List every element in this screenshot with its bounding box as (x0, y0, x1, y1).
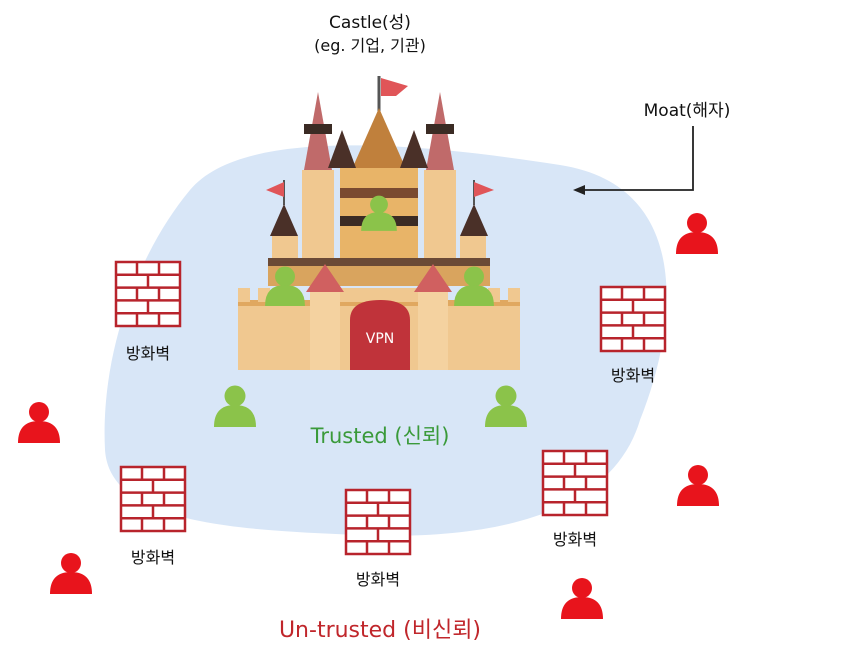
firewall-label: 방화벽 (610, 366, 656, 385)
firewall-icon (541, 449, 609, 517)
untrusted-label: Un-trusted (비신뢰) (278, 618, 482, 643)
untrusted-user-icon (677, 465, 719, 506)
untrusted-user-icon (18, 402, 60, 443)
firewall-icon (119, 465, 187, 533)
untrusted-user-icon (676, 213, 718, 254)
firewall-icon (599, 285, 667, 353)
untrusted-user-icon (50, 553, 92, 594)
firewall-label: 방화벽 (130, 548, 176, 567)
castle-example: (eg. 기업, 기관) (314, 36, 426, 55)
castle-icon (238, 76, 520, 370)
castle-title: Castle(성) (329, 13, 411, 33)
firewall-label: 방화벽 (552, 530, 598, 549)
firewall-label: 방화벽 (355, 570, 401, 589)
moat-label: Moat(해자) (643, 101, 731, 121)
moat-arrow (573, 126, 694, 195)
firewall-icon (114, 260, 182, 328)
firewall-label: 방화벽 (125, 344, 171, 363)
trusted-label: Trusted (신뢰) (310, 424, 450, 448)
vpn-label: VPN (365, 331, 395, 347)
firewall-icon (344, 488, 412, 556)
untrusted-user-icon (561, 578, 603, 619)
